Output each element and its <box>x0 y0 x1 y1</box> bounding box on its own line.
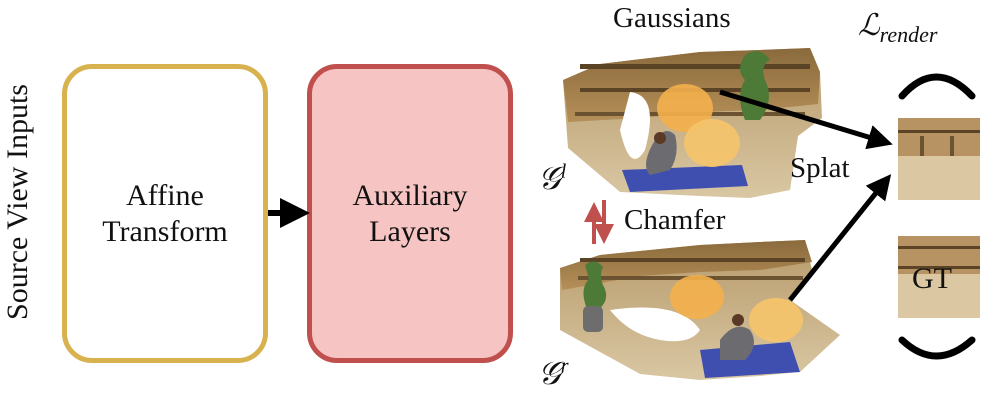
splat-arrow-top <box>719 89 893 150</box>
affine-label-line1: Affine <box>126 178 204 212</box>
affine-label-line2: Transform <box>102 214 228 248</box>
loss-bracket-top <box>898 73 976 100</box>
gaussians-left-label: 𝒢l <box>538 160 566 198</box>
gaussian-ellipse <box>684 119 740 167</box>
auxiliary-label-line1: Auxiliary <box>352 178 468 212</box>
g-left-sup: l <box>560 160 567 183</box>
rendered-image-patch <box>898 118 980 200</box>
chamfer-label: Chamfer <box>624 204 726 236</box>
g-right-sup: r <box>560 355 569 378</box>
gaussians-right-label: 𝒢r <box>538 355 569 393</box>
render-loss-label: ℒrender <box>858 8 937 48</box>
gaussian-ellipse <box>657 84 713 132</box>
gaussian-ellipse <box>670 275 724 319</box>
render-loss-symbol: ℒ <box>858 9 880 42</box>
g-left-symbol: 𝒢 <box>538 160 561 196</box>
affine-transform-box: Affine Transform <box>62 64 268 363</box>
render-loss-subscript: render <box>879 22 938 47</box>
auxiliary-label-line2: Layers <box>369 214 451 248</box>
auxiliary-layers-box: Auxiliary Layers <box>307 64 513 363</box>
gt-label: GT <box>912 262 952 295</box>
gaussians-label: Gaussians <box>613 2 731 34</box>
splat-arrow-bottom <box>788 174 892 302</box>
splat-label: Splat <box>790 152 850 184</box>
gaussian-ellipse <box>749 298 803 342</box>
gt-image-patch <box>898 236 980 318</box>
loss-bracket-bottom <box>898 336 976 360</box>
g-right-symbol: 𝒢 <box>538 355 561 391</box>
